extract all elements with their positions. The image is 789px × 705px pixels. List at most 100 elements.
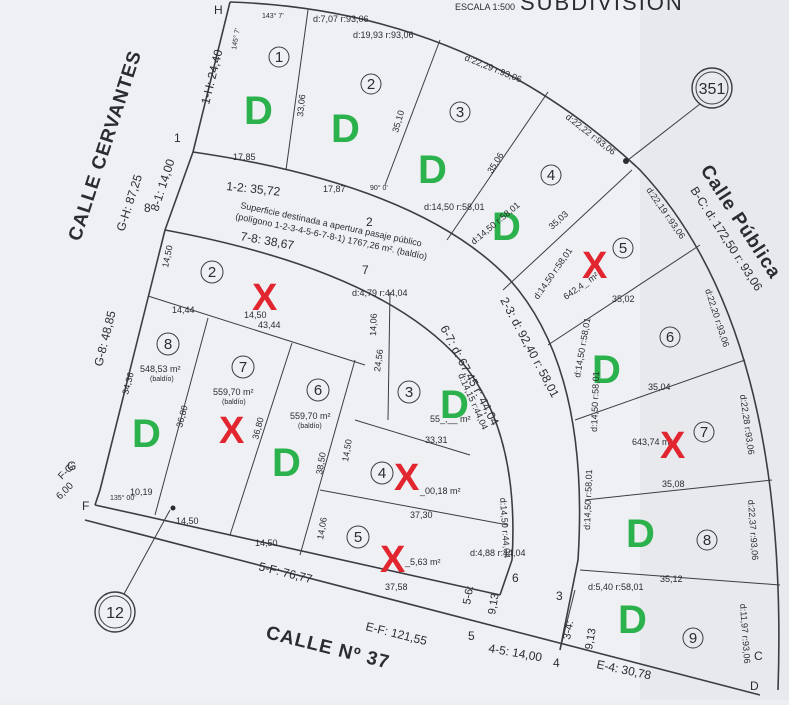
divider-8-7 — [154, 317, 209, 516]
angle-145: 145° 7' — [230, 28, 242, 51]
rear-line-2 — [147, 295, 366, 366]
dim-1450-bot2: 14,50 — [255, 538, 278, 548]
divider-1-2 — [285, 9, 309, 171]
dim-488: d:4,88 r:44,04 — [470, 548, 526, 558]
top-lot-9[interactable]: 9 d:11,97 r:93,06 D — [618, 598, 752, 664]
divider-7-8 — [584, 479, 773, 501]
top-lot-2[interactable]: 2 d:19,93 r:93,06 D — [331, 30, 414, 151]
dim-1450-vert: 14,50 — [340, 438, 354, 462]
dim-3331: 33,31 — [425, 435, 448, 445]
dim-3502: 35,02 — [612, 294, 635, 304]
angle-143: 143° 7' — [262, 12, 284, 20]
vertex-dot-f — [170, 505, 176, 511]
dim-1450-r58-top8: d:14,50 r:58,01 — [582, 469, 594, 530]
arc-67 — [164, 229, 514, 596]
bottom-lot-2-number: 2 — [208, 264, 216, 281]
arc-bc — [229, 1, 780, 691]
dim-2456: 24,56 — [372, 349, 385, 373]
bottom-lot-8-mark: D — [132, 412, 161, 456]
top-lot-4-mark: D — [492, 205, 521, 249]
bottom-lot-5-mark: X — [380, 539, 406, 581]
bottom-lot-8-number: 8 — [164, 336, 172, 353]
divider-3-4 — [354, 419, 471, 456]
bottom-lot-6-note: (baldío) — [298, 423, 322, 430]
vertex-d: D — [750, 679, 759, 693]
vertex-c: C — [754, 649, 763, 663]
top-lot-8-arc: d:22,37 r:93,06 — [746, 499, 760, 560]
bottom-lot-5-number: 5 — [354, 529, 362, 546]
dim-3306: 33,06 — [295, 94, 307, 117]
bottom-lot-6[interactable]: 6 559,70 m² (baldío) D — [272, 378, 331, 485]
top-lot-8-number: 8 — [703, 532, 711, 549]
divider-2-3-bottom — [387, 291, 391, 421]
top-lot-3-number: 3 — [456, 104, 464, 121]
bottom-lot-7-area: 559,70 m² — [213, 387, 254, 397]
bottom-lot-2[interactable]: 2 X — [200, 260, 278, 319]
vertex-1: 1 — [174, 131, 181, 145]
bottom-lot-6-area: 559,70 m² — [290, 411, 331, 421]
dim-479: d:4,79 r:44,04 — [352, 288, 408, 298]
bottom-lot-5[interactable]: 5 _5,63 m² X — [346, 525, 441, 581]
bottom-lot-4-mark: X — [394, 457, 420, 499]
bottom-lot-4-number: 4 — [378, 465, 386, 482]
side-56-label: 5-6: — [461, 585, 476, 606]
top-lot-1-number: 1 — [275, 49, 283, 66]
side-fg — [94, 489, 101, 506]
top-lot-1-arc: d:7,07 r:93,06 — [313, 14, 369, 24]
side-34 — [559, 589, 576, 651]
dim-540: d:5,40 r:58,01 — [588, 582, 644, 592]
dim-1450-bot: 14,50 — [176, 516, 199, 526]
divider-4-5 — [319, 489, 509, 526]
vertex-f: F — [82, 499, 89, 513]
vertex-g: G — [67, 459, 76, 473]
dim-3730: 37,30 — [410, 510, 433, 520]
top-lot-2-mark: D — [331, 107, 360, 151]
dim-1450-r4404: d:14,50 r:44,04 — [498, 497, 512, 558]
top-lot-1-mark: D — [244, 89, 273, 133]
bottom-lot-5-area: _5,63 m² — [404, 557, 441, 567]
vertex-6: 6 — [512, 571, 519, 585]
top-lot-5-mark: X — [582, 245, 608, 287]
bottom-lot-4[interactable]: 4 _00,18 m² X — [370, 457, 461, 499]
divider-3-4 — [446, 91, 549, 241]
title-fragment: SUBDIVISION — [520, 0, 684, 15]
vertex-8: 8 — [144, 201, 151, 215]
line-ef — [84, 519, 761, 696]
top-lot-9-arc: d:11,97 r:93,06 — [738, 603, 752, 663]
top-lot-7-area: 643,74 m² — [632, 437, 673, 447]
dim-1450-r5801: d:14,50 r:58,01 — [424, 202, 485, 212]
bottom-lot-8[interactable]: 8 548,53 m² (baldío) D — [132, 332, 181, 456]
marker-12-leader — [123, 509, 171, 595]
top-lot-8[interactable]: 8 d:22,37 r:93,06 D — [626, 499, 760, 560]
side-h1 — [192, 1, 231, 153]
vertex-5: 5 — [468, 629, 475, 643]
bottom-lot-6-mark: D — [272, 441, 301, 485]
bottom-lot-7[interactable]: 7 559,70 m² (baldío) X — [213, 355, 255, 452]
bottom-lot-4-area: _00,18 m² — [419, 486, 461, 496]
dim-1406b: 14,06 — [315, 516, 329, 540]
divider-2-3 — [384, 39, 441, 186]
top-lot-9-number: 9 — [689, 630, 697, 647]
dim-4344: 43,44 — [258, 320, 281, 330]
side-5f — [94, 504, 501, 596]
scale-label: ESCALA 1:500 — [455, 2, 515, 12]
bottom-lot-8-note: (baldío) — [150, 376, 174, 383]
marker-12-label: 12 — [106, 605, 124, 622]
vertex-2: 2 — [366, 215, 373, 229]
dim-1450-r58-top7: d:14,50 r:58,01 — [589, 371, 601, 432]
marker-351-label: 351 — [699, 81, 726, 98]
marker-12: 12 — [94, 509, 171, 633]
dim-1450-top7: 14,50 — [244, 310, 267, 320]
top-lot-6-mark: D — [592, 348, 621, 392]
bottom-lot-3-mark: D — [440, 383, 469, 427]
top-lot-7-number: 7 — [700, 424, 708, 441]
divider-8-9 — [579, 569, 781, 586]
divider-6-rear — [299, 359, 356, 556]
vertex-7: 7 — [362, 263, 369, 277]
top-lot-1[interactable]: 1 d:7,07 r:93,06 D — [244, 14, 369, 133]
top-lot-8-mark: D — [626, 512, 655, 556]
dim-1019: 10,19 — [130, 487, 153, 497]
bottom-lot-3[interactable]: 3 55_,__ m² D — [397, 380, 471, 427]
